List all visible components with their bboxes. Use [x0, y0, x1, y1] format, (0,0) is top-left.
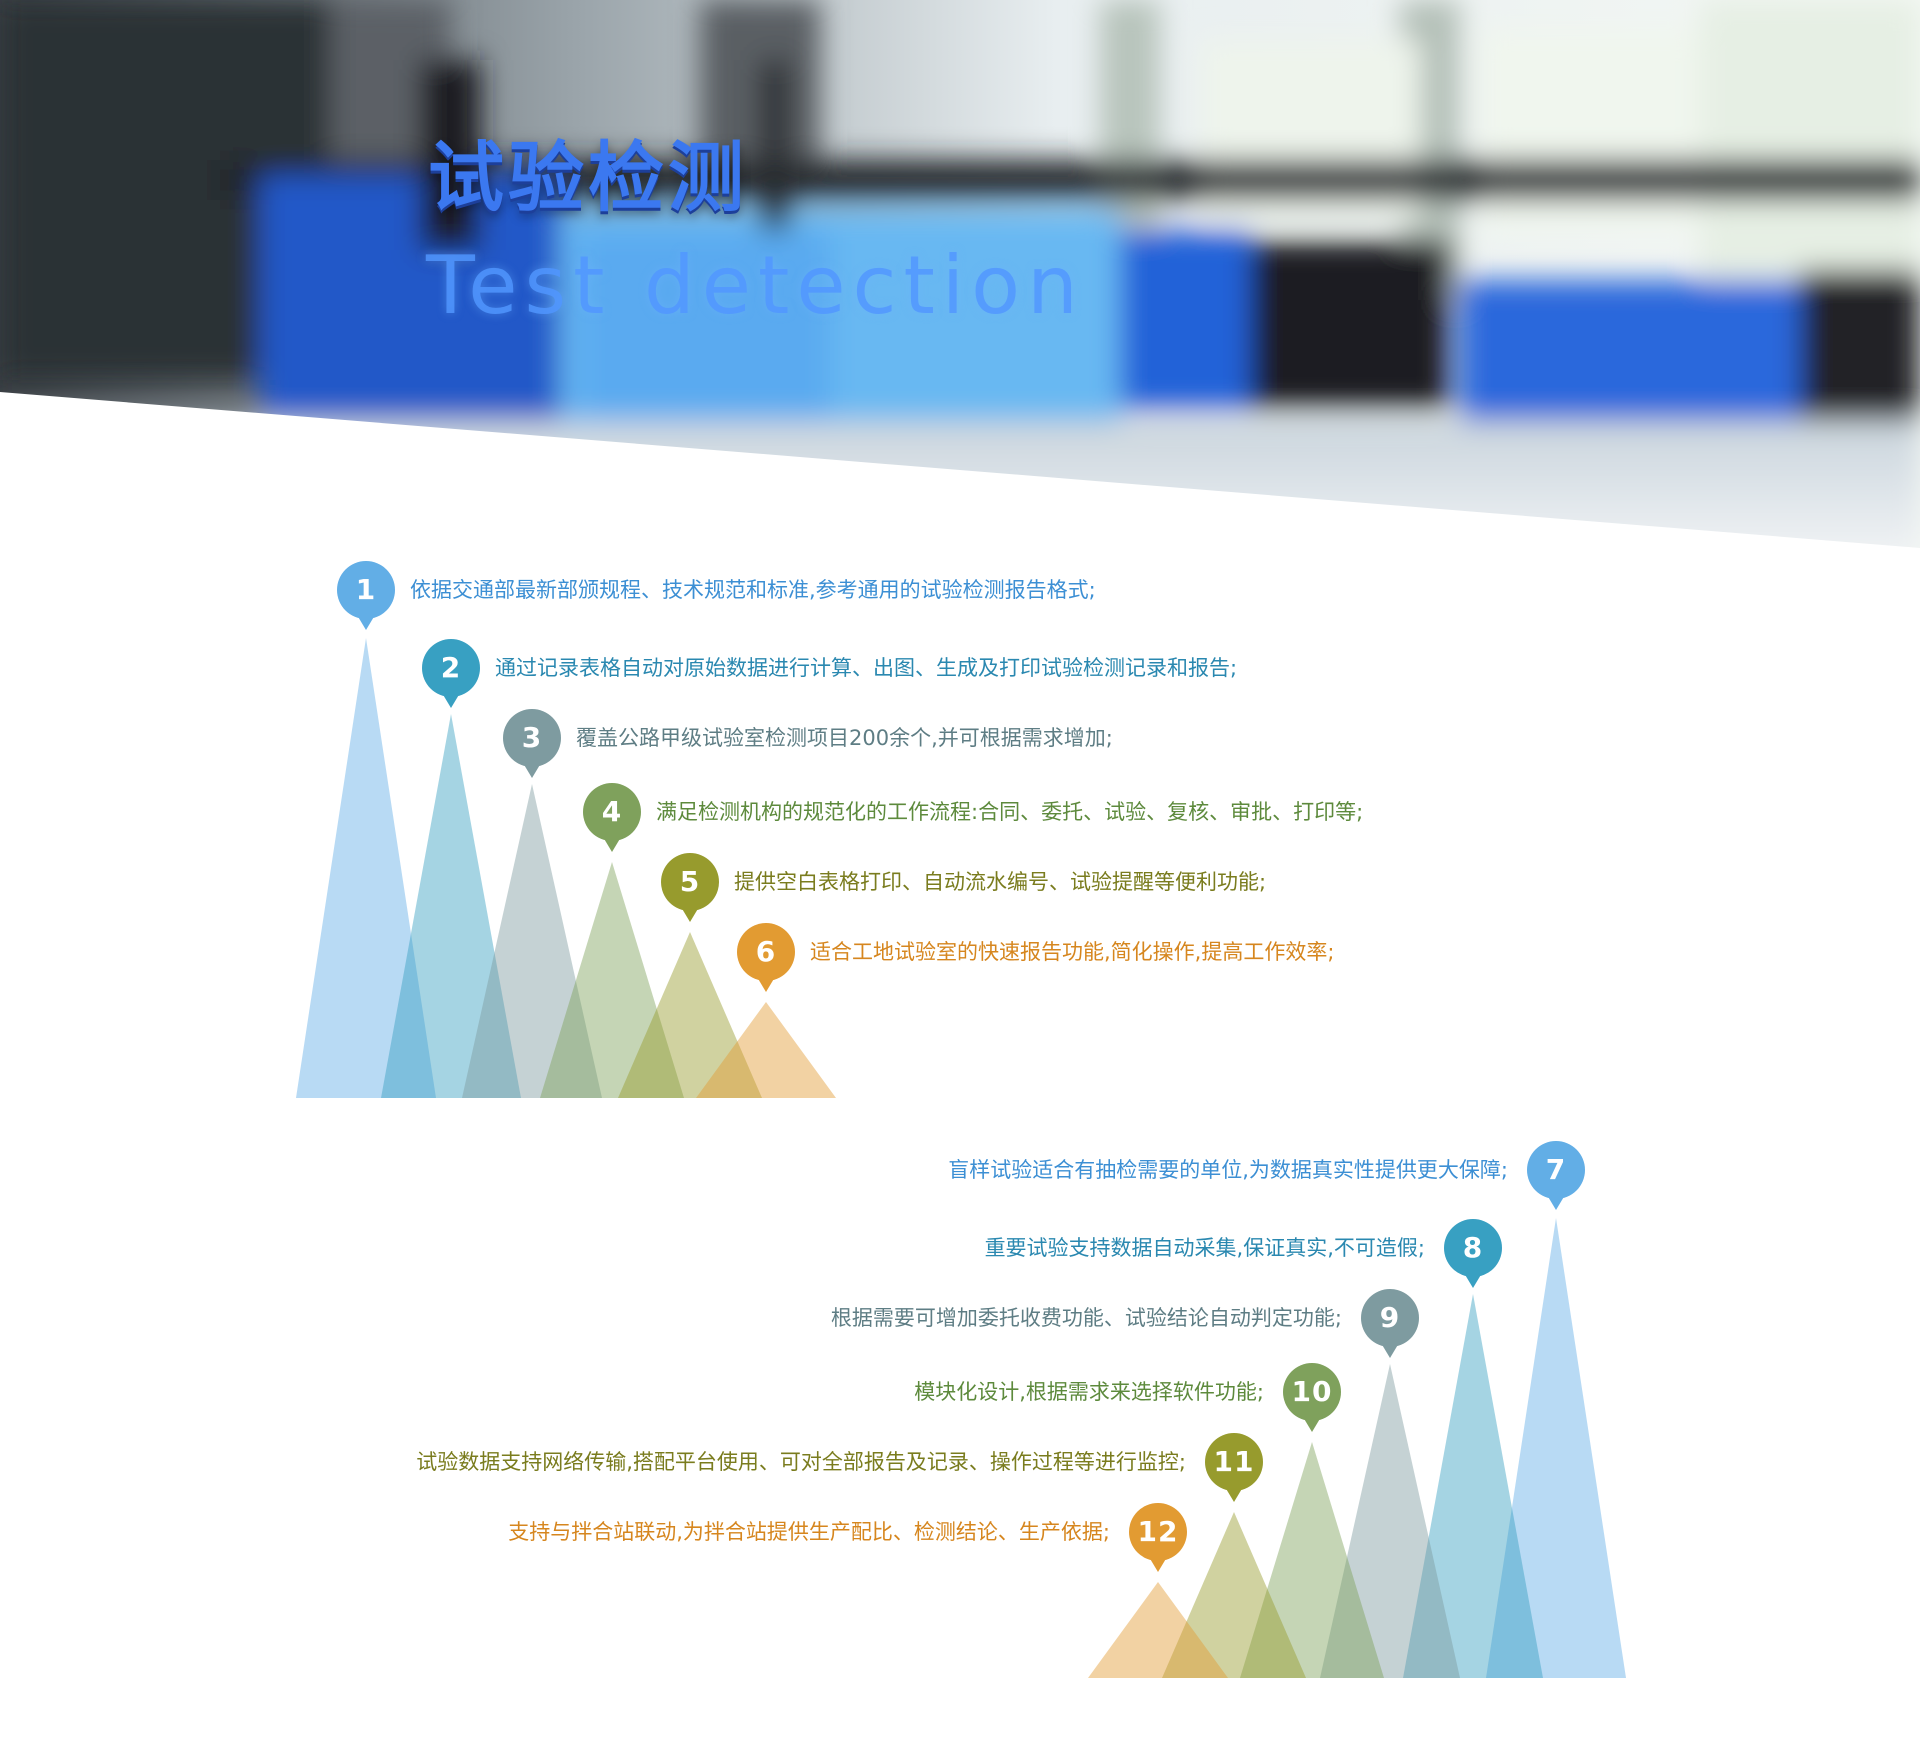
badge-number: 6 — [755, 935, 777, 968]
feature-text-11: 试验数据支持网络传输,搭配平台使用、可对全部报告及记录、操作过程等进行监控; — [416, 1450, 1186, 1474]
feature-text-12: 支持与拌合站联动,为拌合站提供生产配比、检测结论、生产依据; — [508, 1520, 1110, 1544]
map-pin-icon — [1527, 1141, 1585, 1210]
lab-background-image — [0, 0, 1920, 560]
peak-12 — [1088, 1582, 1228, 1678]
map-pin-icon — [1361, 1289, 1419, 1358]
map-pin-icon — [737, 923, 795, 992]
badge-number: 8 — [1462, 1231, 1484, 1264]
badge-number: 7 — [1545, 1153, 1567, 1186]
hero-diagonal-cut — [0, 392, 1920, 560]
badge-number: 5 — [679, 865, 701, 898]
badge-number: 12 — [1137, 1515, 1179, 1548]
number-badge-12: 12 — [1128, 1502, 1188, 1574]
number-badge-8: 8 — [1443, 1218, 1503, 1290]
feature-text-6: 适合工地试验室的快速报告功能,简化操作,提高工作效率; — [810, 940, 1335, 964]
feature-text-3: 覆盖公路甲级试验室检测项目200余个,并可根据需求增加; — [576, 726, 1113, 750]
feature-text-9: 根据需要可增加委托收费功能、试验结论自动判定功能; — [830, 1306, 1342, 1330]
feature-text-7: 盲样试验适合有抽检需要的单位,为数据真实性提供更大保障; — [948, 1158, 1508, 1182]
badge-number: 3 — [521, 721, 543, 754]
number-badge-11: 11 — [1204, 1432, 1264, 1504]
map-pin-icon — [583, 783, 641, 852]
map-pin-icon — [503, 709, 561, 778]
number-badge-1: 1 — [336, 560, 396, 632]
feature-text-5: 提供空白表格打印、自动流水编号、试验提醒等便利功能; — [734, 870, 1267, 894]
feature-text-1: 依据交通部最新部颁规程、技术规范和标准,参考通用的试验检测报告格式; — [410, 578, 1096, 602]
peak-6 — [696, 1002, 836, 1098]
map-pin-icon — [1283, 1363, 1341, 1432]
number-badge-9: 9 — [1360, 1288, 1420, 1360]
hero-banner: 试验检测 Test detection — [0, 0, 1920, 560]
badge-number: 10 — [1291, 1375, 1333, 1408]
peak-8 — [1403, 1294, 1543, 1678]
feature-text-10: 模块化设计,根据需求来选择软件功能; — [914, 1380, 1264, 1404]
peak-3 — [462, 784, 602, 1098]
map-pin-icon — [1444, 1219, 1502, 1288]
number-badge-10: 10 — [1282, 1362, 1342, 1434]
hero-title-chinese: 试验检测 — [428, 133, 748, 222]
map-pin-icon — [661, 853, 719, 922]
badge-number: 4 — [601, 795, 623, 828]
map-pin-icon — [1129, 1503, 1187, 1572]
number-badge-6: 6 — [736, 922, 796, 994]
number-badge-7: 7 — [1526, 1140, 1586, 1212]
map-pin-icon — [337, 561, 395, 630]
number-badge-5: 5 — [660, 852, 720, 924]
peak-1 — [296, 638, 436, 1098]
number-badge-3: 3 — [502, 708, 562, 780]
feature-text-4: 满足检测机构的规范化的工作流程:合同、委托、试验、复核、审批、打印等; — [656, 800, 1364, 824]
number-badge-4: 4 — [582, 782, 642, 854]
badge-number: 2 — [440, 651, 462, 684]
hero-title-english: Test detection — [426, 239, 1085, 332]
number-badge-2: 2 — [421, 638, 481, 710]
badge-number: 1 — [355, 573, 377, 606]
peak-2 — [381, 714, 521, 1098]
feature-text-2: 通过记录表格自动对原始数据进行计算、出图、生成及打印试验检测记录和报告; — [495, 656, 1238, 680]
badge-number: 11 — [1213, 1445, 1255, 1478]
peak-7 — [1486, 1218, 1626, 1678]
map-pin-icon — [422, 639, 480, 708]
feature-text-8: 重要试验支持数据自动采集,保证真实,不可造假; — [984, 1236, 1425, 1260]
badge-number: 9 — [1379, 1301, 1401, 1334]
map-pin-icon — [1205, 1433, 1263, 1502]
